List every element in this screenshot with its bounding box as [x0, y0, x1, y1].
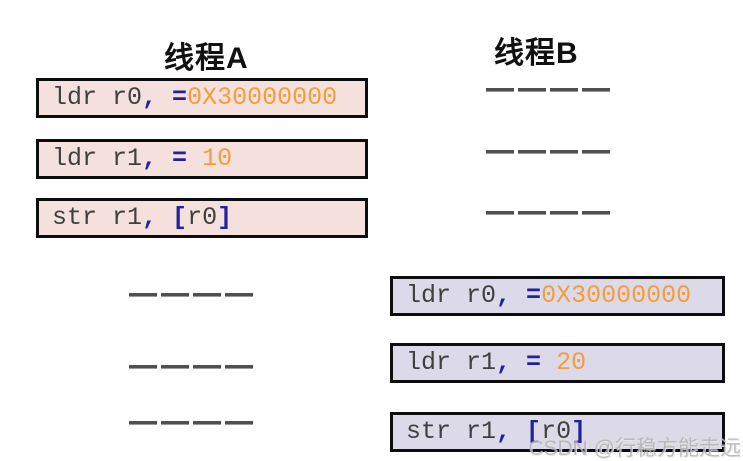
placeholder-dash-row-thread_a-1 [129, 365, 253, 369]
instruction-box-thread_a-1: ldr r1, = 10 [36, 139, 368, 179]
instruction-box-thread_a-0: ldr r0, =0X30000000 [36, 78, 368, 118]
code-token-op: = [526, 281, 542, 310]
code-token-plain: ldr r1 [52, 144, 143, 173]
dash-segment [486, 88, 514, 92]
code-token-op: , [496, 417, 512, 446]
code-token-plain [157, 144, 172, 173]
dash-segment [129, 421, 157, 425]
instruction-box-thread_b-1: ldr r1, = 20 [390, 343, 725, 383]
dash-segment [225, 293, 253, 297]
code-token-value: 0X30000000 [541, 281, 692, 310]
placeholder-dash-row-thread_b-2 [486, 211, 610, 215]
code-token-plain [157, 203, 172, 232]
code-token-op: , [496, 348, 512, 377]
code-token-plain: ldr r0 [52, 83, 143, 112]
code-token-op: = [172, 144, 188, 173]
placeholder-dash-row-thread_b-1 [486, 150, 610, 154]
dash-segment [193, 421, 221, 425]
instruction-box-thread_b-2: str r1, [r0] [390, 412, 725, 452]
dash-segment [161, 421, 189, 425]
dash-segment [193, 365, 221, 369]
csdn-watermark: CSDN @行稳方能走远 [528, 437, 741, 460]
dash-segment [550, 150, 578, 154]
code-token-value: 0X30000000 [187, 83, 338, 112]
code-token-plain: ldr r1 [406, 348, 497, 377]
dash-segment [582, 150, 610, 154]
dash-segment [129, 293, 157, 297]
dash-segment [225, 365, 253, 369]
instruction-box-thread_a-2: str r1, [r0] [36, 198, 368, 238]
dash-segment [486, 150, 514, 154]
code-token-op: , [496, 281, 512, 310]
code-token-op: , [142, 144, 158, 173]
dash-segment [161, 365, 189, 369]
code-token-plain [511, 281, 526, 310]
dash-segment [225, 421, 253, 425]
dash-segment [486, 211, 514, 215]
code-token-plain: ldr r0 [406, 281, 497, 310]
dash-segment [161, 293, 189, 297]
code-token-plain: r0 [187, 203, 218, 232]
thread-a-title: 线程A [164, 42, 249, 75]
code-token-op: [ [526, 417, 542, 446]
code-token-plain: str r1 [406, 417, 497, 446]
code-token-value: 10 [187, 144, 233, 173]
code-token-plain [157, 83, 172, 112]
code-token-op: = [526, 348, 542, 377]
code-token-op: , [142, 203, 158, 232]
code-token-plain [511, 417, 526, 446]
dash-segment [518, 88, 546, 92]
code-token-value: 20 [541, 348, 587, 377]
dash-segment [550, 211, 578, 215]
instruction-box-thread_b-0: ldr r0, =0X30000000 [390, 276, 725, 316]
placeholder-dash-row-thread_a-2 [129, 421, 253, 425]
code-token-plain: r0 [541, 417, 572, 446]
code-token-op: [ [172, 203, 188, 232]
dash-segment [582, 211, 610, 215]
code-token-op: ] [217, 203, 233, 232]
dash-segment [129, 365, 157, 369]
dash-segment [550, 88, 578, 92]
placeholder-dash-row-thread_a-0 [129, 293, 253, 297]
thread-b-title: 线程B [494, 37, 579, 70]
code-token-plain: str r1 [52, 203, 143, 232]
code-token-plain [511, 348, 526, 377]
code-token-op: = [172, 83, 188, 112]
code-token-op: ] [571, 417, 587, 446]
dash-segment [193, 293, 221, 297]
dash-segment [582, 88, 610, 92]
dash-segment [518, 211, 546, 215]
code-token-op: , [142, 83, 158, 112]
placeholder-dash-row-thread_b-0 [486, 88, 610, 92]
dash-segment [518, 150, 546, 154]
